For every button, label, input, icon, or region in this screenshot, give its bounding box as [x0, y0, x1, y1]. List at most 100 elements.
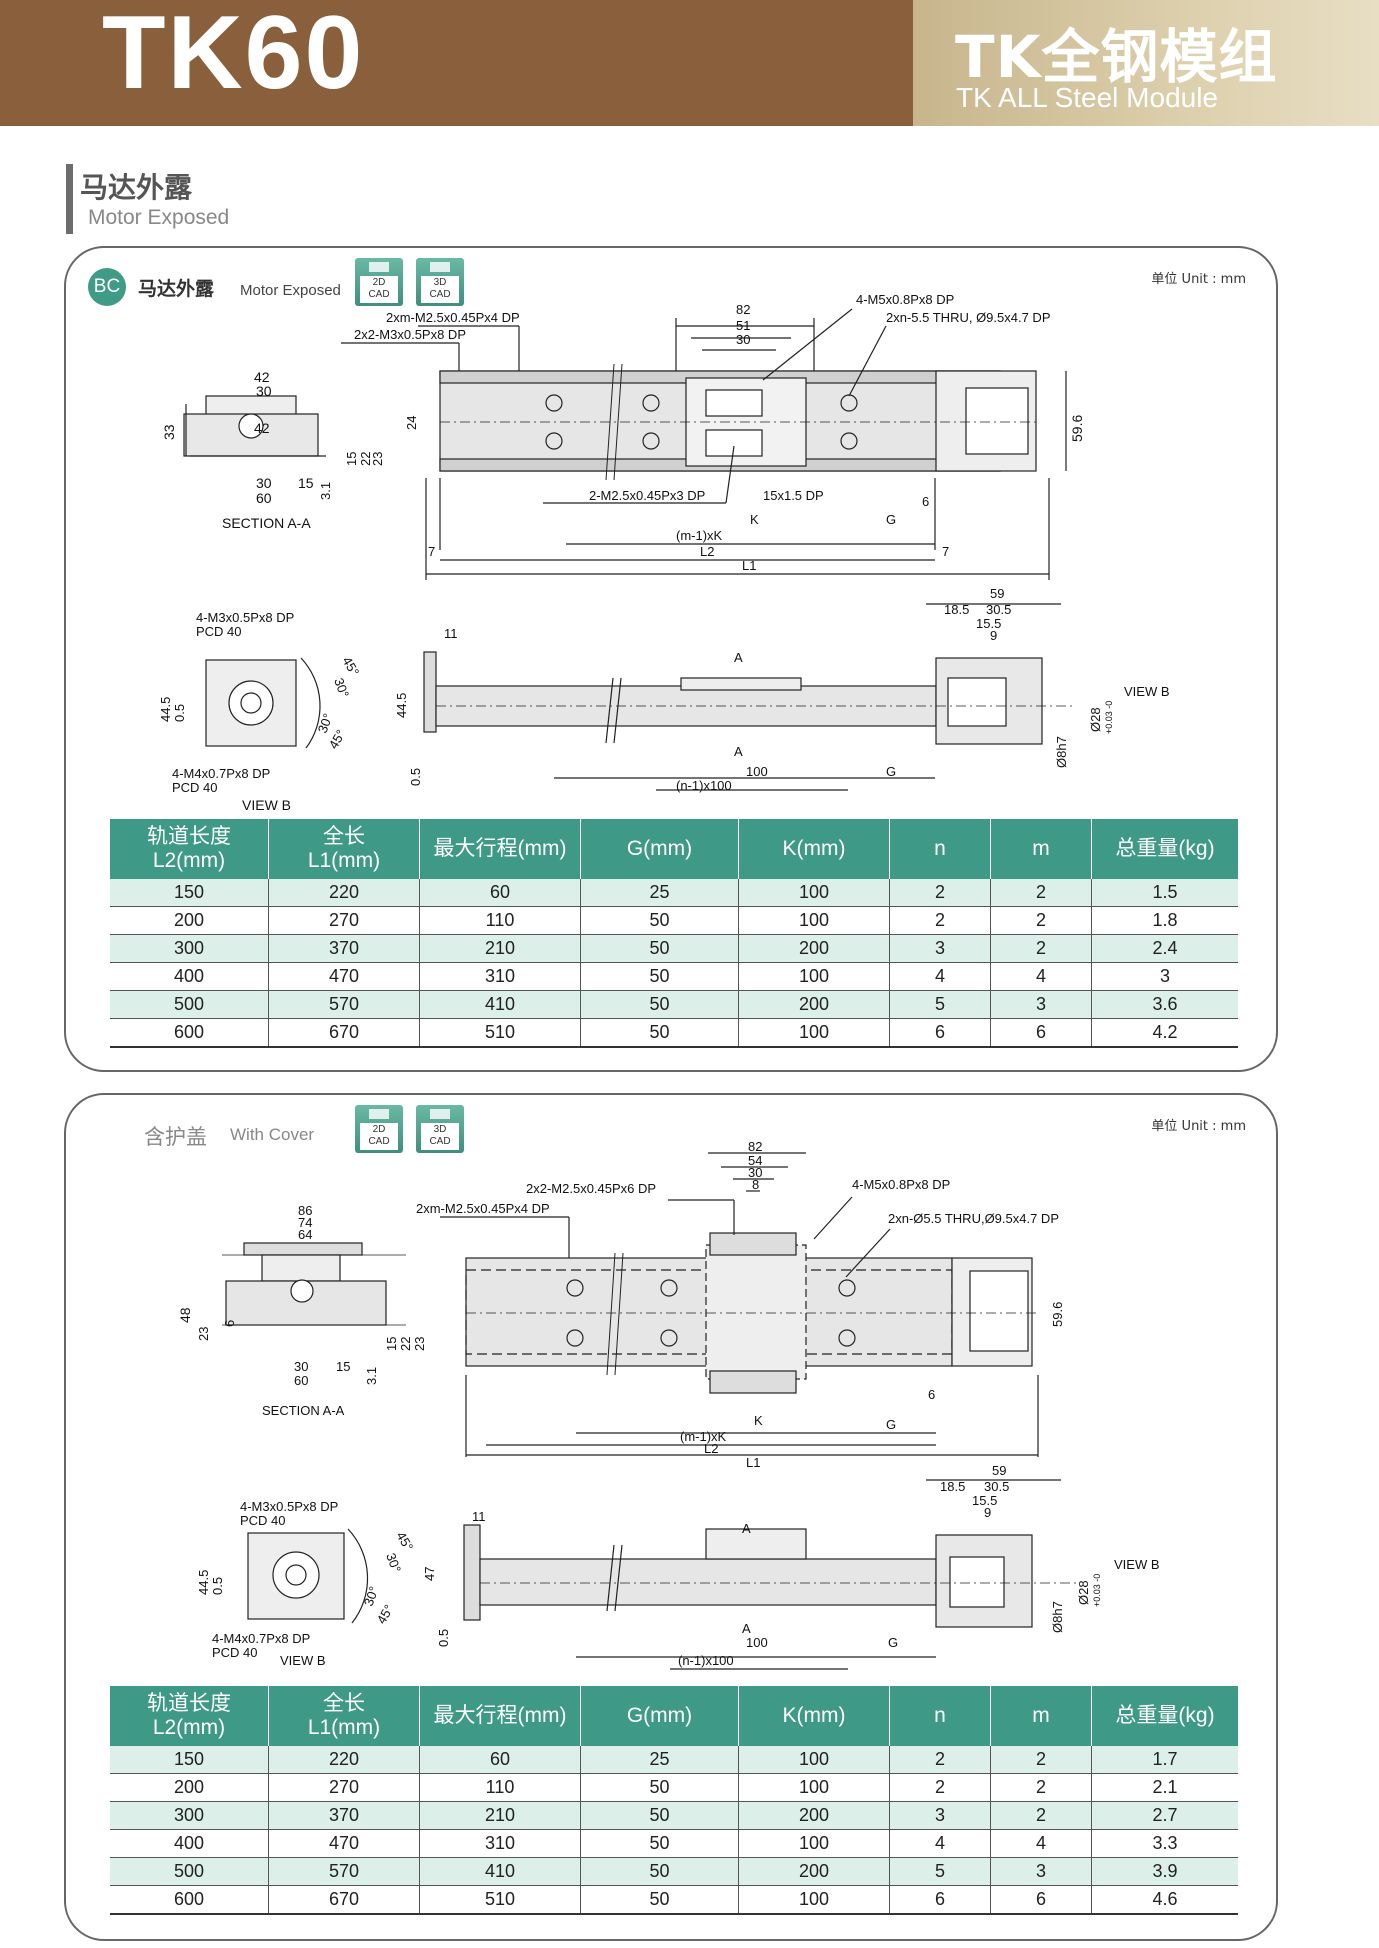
column-header-line: m — [1032, 1704, 1050, 1727]
column-header-line: 最大行程(mm) — [433, 1704, 567, 1727]
table-cell: 670 — [268, 1018, 420, 1048]
dim-m-1-K: (m-1)xK — [680, 1429, 727, 1444]
table-cell: 50 — [580, 962, 739, 991]
dim-18-5: 18.5 — [940, 1479, 965, 1494]
panel-title-en: Motor Exposed — [240, 282, 341, 299]
table-cell: 570 — [268, 990, 420, 1019]
table-cell: 1.5 — [1091, 879, 1238, 907]
table-cell: 50 — [580, 934, 739, 963]
table-cell: 2.4 — [1091, 934, 1238, 963]
dim-K: K — [754, 1413, 763, 1428]
table-cell: 2 — [990, 906, 1092, 935]
dim-3-1: 3.1 — [364, 1367, 379, 1385]
dim-L2: L2 — [704, 1441, 718, 1456]
dim-6: 6 — [922, 494, 929, 509]
bc-badge: BC — [88, 268, 126, 306]
dim-15-5: 15.5 — [976, 616, 1001, 631]
column-header: 总重量(kg) — [1091, 1686, 1238, 1746]
angle-45-top: 45° — [339, 654, 362, 679]
callout-2xn: 2xn-5.5 THRU, Ø9.5x4.7 DP — [886, 310, 1051, 325]
dim-82: 82 — [748, 1139, 762, 1154]
dim-23: 23 — [370, 452, 385, 466]
disk-tab — [369, 262, 389, 272]
dim-22: 22 — [398, 1337, 413, 1351]
dim-33: 33 — [161, 424, 177, 440]
table-cell: 220 — [268, 879, 420, 907]
table-cell: 2.1 — [1091, 1773, 1238, 1802]
dim-tolerance: +0.03 -0 — [1104, 701, 1114, 734]
technical-drawing-with-cover — [222, 1152, 1076, 1670]
column-header-line: 全长 — [323, 825, 365, 848]
column-header: m — [990, 819, 1092, 879]
dim-9: 9 — [990, 628, 997, 643]
dim-59-6: 59.6 — [1069, 415, 1085, 442]
dim-30-5: 30.5 — [986, 602, 1011, 617]
dim-15-5: 15.5 — [972, 1493, 997, 1508]
column-header: K(mm) — [738, 1686, 890, 1746]
dim-n-1-100: (n-1)x100 — [676, 778, 732, 793]
dim-8: 8 — [752, 1177, 759, 1192]
table-cell: 4 — [990, 962, 1092, 991]
table-cell: 2 — [889, 1773, 991, 1802]
table-cell: 100 — [738, 906, 890, 935]
column-header: 最大行程(mm) — [419, 1686, 581, 1746]
callout-pcd-bottom: PCD 40 — [172, 780, 218, 795]
table-cell: 25 — [580, 1746, 739, 1774]
dim-11: 11 — [472, 1509, 486, 1524]
table-cell: 50 — [580, 1773, 739, 1802]
dim-24: 24 — [404, 416, 419, 430]
table-cell: 510 — [419, 1885, 581, 1915]
section-aa-label: SECTION A-A — [262, 1403, 345, 1418]
dim-d28: Ø28 — [1076, 1580, 1091, 1605]
table-cell: 270 — [268, 1773, 420, 1802]
dim-0-5: 0.5 — [408, 768, 423, 786]
angle-30-top: 30° — [383, 1551, 404, 1575]
table-cell: 100 — [738, 1829, 890, 1858]
dim-74: 74 — [298, 1215, 312, 1230]
dim-51: 51 — [736, 318, 750, 333]
table-cell: 270 — [268, 906, 420, 935]
dim-15: 15 — [344, 452, 359, 466]
table-cell: 500 — [110, 990, 269, 1019]
table-cell: 4.6 — [1091, 1885, 1238, 1915]
table-cell: 200 — [738, 990, 890, 1019]
disk-tab — [430, 262, 450, 272]
column-header: G(mm) — [580, 1686, 739, 1746]
table-cell: 50 — [580, 906, 739, 935]
table-cell: 3.3 — [1091, 1829, 1238, 1858]
table-cell: 470 — [268, 1829, 420, 1858]
column-header-line: G(mm) — [626, 1704, 693, 1727]
table-cell: 100 — [738, 1746, 890, 1774]
column-header-line: L1(mm) — [307, 849, 381, 872]
dim-100: 100 — [746, 764, 768, 779]
table-cell: 3.9 — [1091, 1857, 1238, 1886]
view-b-label: VIEW B — [280, 1653, 326, 1668]
table-cell: 4 — [990, 1829, 1092, 1858]
table-cell: 50 — [580, 1018, 739, 1048]
table-cell: 60 — [419, 1746, 581, 1774]
column-header: n — [889, 1686, 991, 1746]
table-cell: 2 — [889, 1746, 991, 1774]
callout-2xm: 2xm-M2.5x0.45Px4 DP — [386, 310, 520, 325]
dim-30: 30 — [736, 332, 750, 347]
table-cell: 510 — [419, 1018, 581, 1048]
dim-d8h7: Ø8h7 — [1054, 736, 1069, 768]
dim-44-5-left: 44.5 — [196, 1570, 211, 1595]
table-cell: 1.8 — [1091, 906, 1238, 935]
table-cell: 50 — [580, 990, 739, 1019]
arrow-A-bottom: A — [734, 744, 743, 759]
dim-tolerance: +0.03 -0 — [1092, 1574, 1102, 1607]
